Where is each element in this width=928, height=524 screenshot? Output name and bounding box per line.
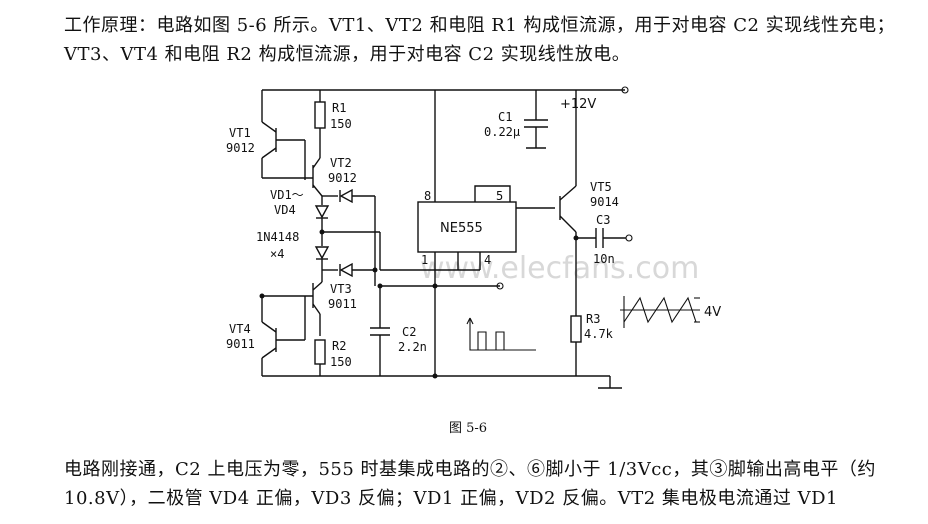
square-wave — [477, 331, 505, 351]
vt3-label: VT3 — [330, 282, 352, 296]
c1-label: C1 — [498, 110, 512, 124]
r3-label: R3 — [586, 312, 600, 326]
r3-value: 4.7k — [584, 327, 614, 341]
r3-resistor — [570, 315, 582, 343]
vd4-diode — [314, 205, 330, 219]
triangle-wave — [623, 296, 697, 324]
pin3-output-terminal — [496, 282, 504, 290]
vd4-label: VD4 — [274, 203, 296, 217]
diode-count: ×4 — [270, 247, 284, 261]
pin-bridge — [474, 185, 511, 202]
vt4-label: VT4 — [229, 322, 251, 336]
r2-resistor — [314, 339, 326, 365]
pin5-label: 5 — [496, 189, 503, 203]
vd1-diode — [339, 188, 353, 204]
vd-range-label: VD1～ — [270, 188, 304, 202]
output-terminal — [625, 234, 633, 242]
intro-paragraph: 工作原理：电路如图 5-6 所示。VT1、VT2 和电阻 R1 构成恒流源，用于… — [64, 15, 896, 65]
vt2-part: 9012 — [328, 171, 357, 185]
vd2-diode — [339, 262, 353, 278]
supply-label: +12V — [560, 97, 596, 112]
c2-value: 2.2n — [398, 340, 427, 354]
c2-label: C2 — [402, 325, 416, 339]
watermark: www.elecfans.com — [420, 251, 699, 286]
vd3-diode — [314, 246, 330, 260]
ne555-chip — [417, 201, 517, 253]
diode-part: 1N4148 — [256, 230, 299, 244]
c1-value: 0.22μ — [484, 125, 520, 139]
vt5-label: VT5 — [590, 180, 612, 194]
r1-value: 150 — [330, 117, 352, 131]
r1-resistor — [314, 101, 326, 129]
vt5-part: 9014 — [590, 195, 619, 209]
vt4-part: 9011 — [226, 337, 255, 351]
vt2-label: VT2 — [330, 156, 352, 170]
vt1-label: VT1 — [229, 126, 251, 140]
figure-caption: 图 5-6 — [449, 421, 488, 436]
supply-terminal — [621, 86, 629, 94]
body-paragraph: 电路刚接通，C2 上电压为零，555 时基集成电路的②、⑥脚小于 1/3Vcc，… — [64, 459, 876, 509]
r2-value: 150 — [330, 355, 352, 369]
vt1-part: 9012 — [226, 141, 255, 155]
r1-label: R1 — [332, 101, 346, 115]
pin4-label: 4 — [484, 253, 491, 267]
pin1-label: 1 — [421, 253, 428, 267]
c3-value: 10n — [593, 252, 615, 266]
pin8-label: 8 — [424, 189, 431, 203]
vt3-part: 9011 — [328, 297, 357, 311]
amplitude-label: 4V — [704, 305, 721, 320]
c3-label: C3 — [596, 213, 610, 227]
r2-label: R2 — [332, 339, 346, 353]
ic-label: NE555 — [440, 221, 483, 236]
